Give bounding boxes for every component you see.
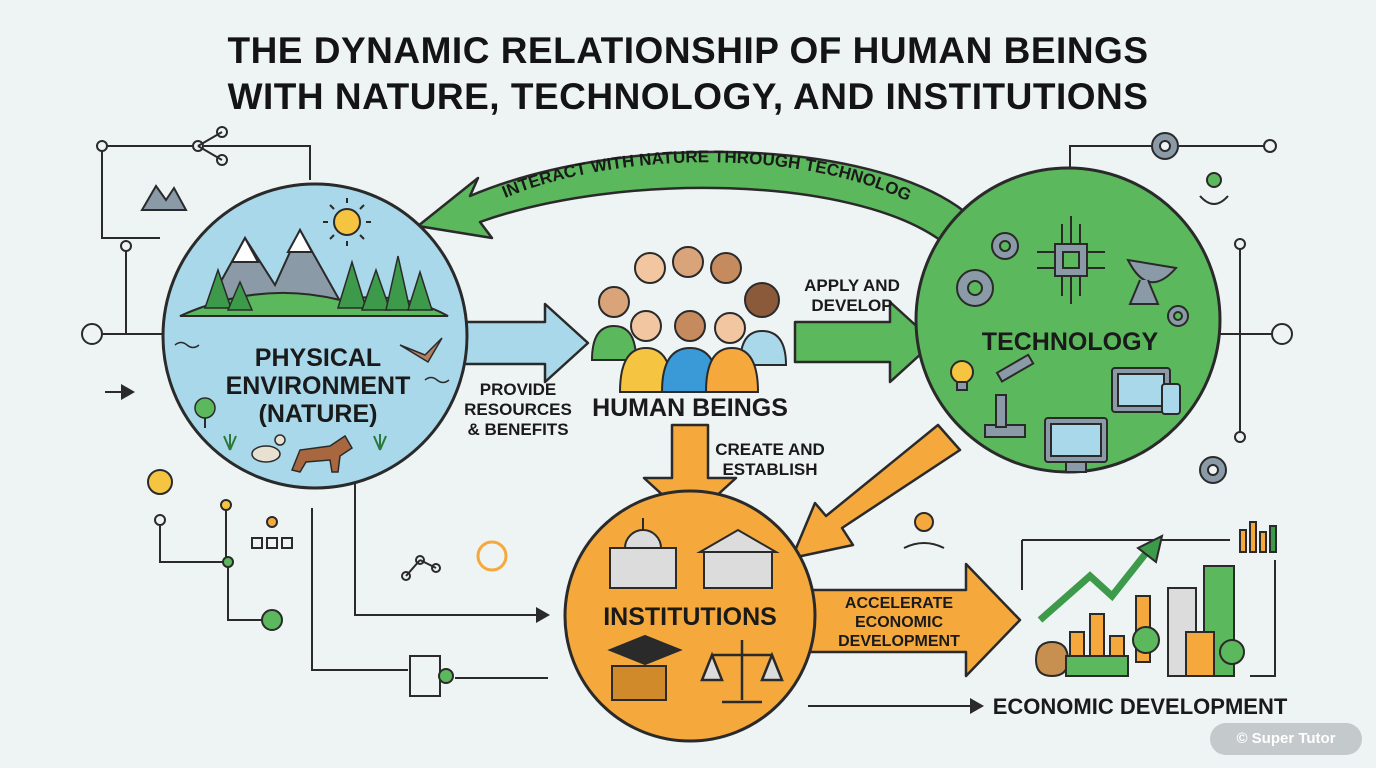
node-label-nature: PHYSICAL ENVIRONMENT (NATURE) [225, 344, 411, 428]
sun-icon [323, 198, 371, 246]
document-search-icon [409, 655, 454, 697]
network-icon [401, 555, 441, 581]
node-label-technology: TECHNOLOGY [981, 328, 1159, 356]
human-beings-icon [590, 246, 788, 393]
satellite-dish-icon [1126, 258, 1178, 305]
cash-icon [1065, 655, 1129, 677]
node-label-institutions: INSTITUTIONS [603, 603, 777, 631]
node-label-human-beings: HUMAN BEINGS [592, 394, 788, 422]
tree-icons [203, 255, 434, 311]
money-bag-icon [1034, 640, 1070, 678]
economic-growth-icon [1034, 521, 1277, 678]
monitor-icon [1044, 417, 1108, 473]
capitol-building-icon [609, 518, 677, 589]
fox-icon [290, 434, 354, 473]
scales-icon [700, 640, 784, 704]
graduation-cap-icon [607, 634, 683, 701]
sun-small-icon [147, 469, 173, 495]
technology-circle [914, 166, 1222, 474]
gear-icon [956, 232, 1019, 307]
node-label-economic-development: ECONOMIC DEVELOPMENT [992, 694, 1288, 719]
water-waves [174, 341, 450, 384]
page-title: THE DYNAMIC RELATIONSHIP OF HUMAN BEINGS… [227, 30, 1149, 117]
label-humans-to-institutions: CREATE AND ESTABLISH [715, 440, 825, 479]
org-chart-icon [251, 516, 293, 549]
nature-circle [161, 182, 469, 490]
label-humans-to-technology: APPLY AND DEVELOP [804, 276, 900, 315]
arrow-technology-to-institutions [790, 423, 962, 560]
chip-icon [1037, 216, 1105, 304]
circuit-nodes [81, 139, 1293, 631]
arrow-humans-to-technology [793, 300, 936, 384]
decorative-icons [140, 126, 1229, 697]
gear-small-icon [1167, 305, 1189, 327]
watermark-badge: © Super Tutor [1210, 723, 1362, 755]
share-icon [192, 126, 228, 166]
lightbulb-icon [950, 360, 974, 391]
bird-icon [399, 337, 443, 364]
duck-icon [251, 434, 286, 463]
label-institutions-to-economy: ACCELERATE ECONOMIC DEVELOPMENT [838, 595, 960, 650]
plant-icon [223, 434, 387, 451]
tablet-icon [1111, 367, 1181, 415]
robot-arm-icon [984, 353, 1035, 438]
hand-money-icon [903, 512, 945, 549]
mountain-small-icon [140, 184, 188, 211]
arrow-nature-to-humans [456, 302, 590, 384]
institutions-circle [563, 489, 817, 743]
label-nature-to-humans: PROVIDE RESOURCES & BENEFITS [464, 380, 572, 439]
small-tree-icon [194, 397, 216, 428]
arrow-institutions-to-economy [806, 562, 1022, 678]
recycle-icon [476, 540, 508, 572]
gear-corner-icon [1151, 132, 1227, 484]
courthouse-icon [696, 528, 780, 589]
hands-leaf-icon [1199, 172, 1229, 205]
